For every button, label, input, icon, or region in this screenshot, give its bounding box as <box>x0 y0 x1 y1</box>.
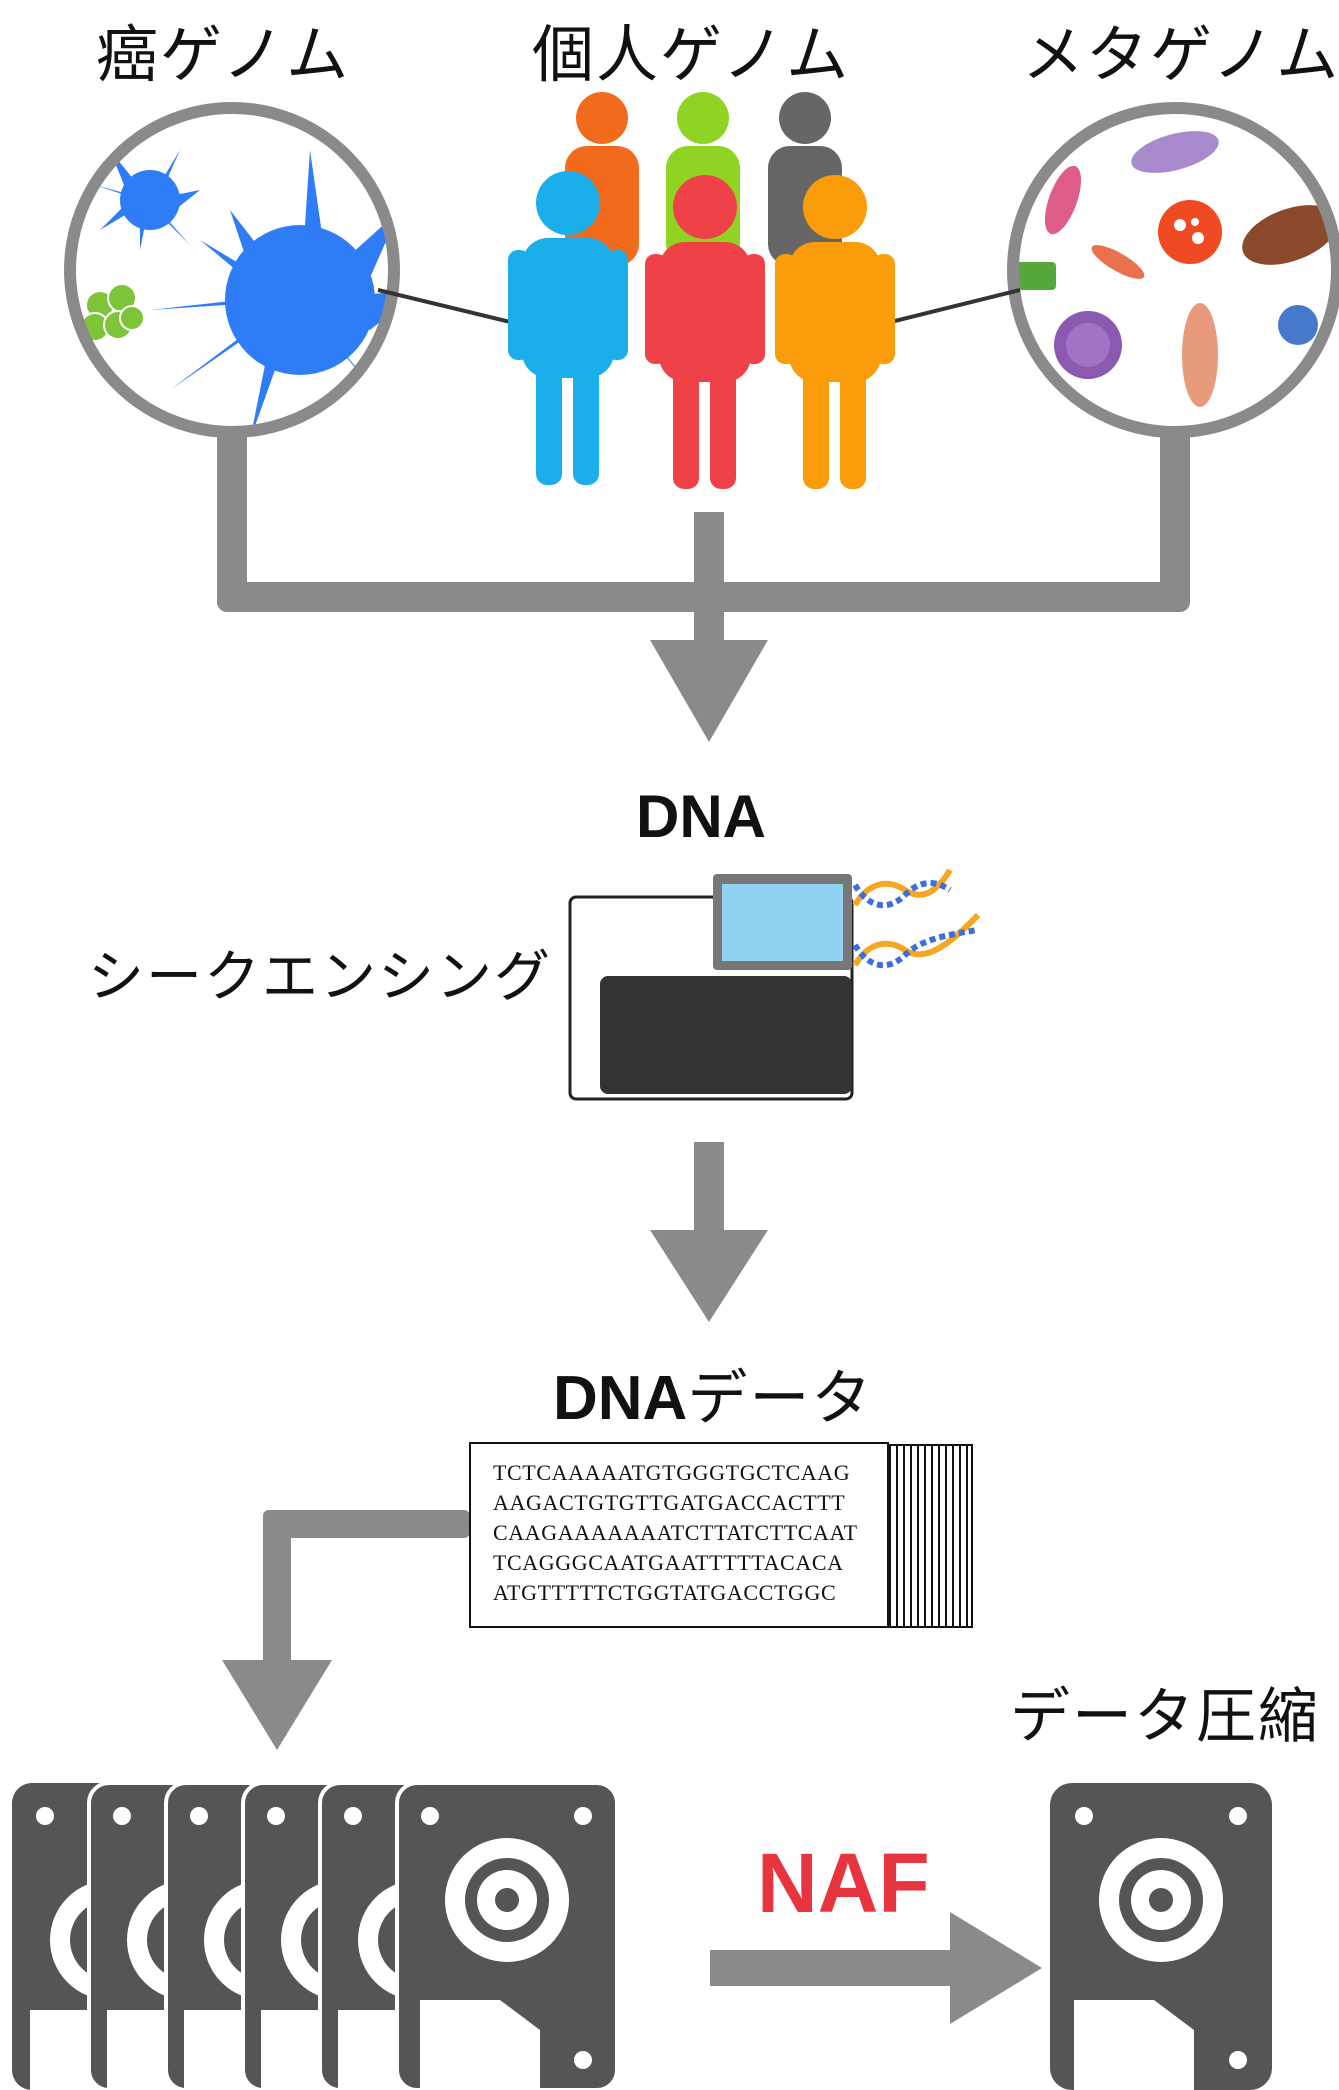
large-cancer-cell-icon <box>150 150 394 432</box>
green-algae-icon <box>1013 262 1056 290</box>
dna-label: DNA <box>636 783 766 850</box>
arrow-to-dna-data <box>650 1142 768 1322</box>
metagenome-label: メタゲノム <box>1022 18 1339 91</box>
arrow-to-drives <box>222 1510 470 1750</box>
naf-label: NAF <box>757 1836 930 1930</box>
person-red-icon <box>645 175 765 489</box>
pink-bacterium-icon <box>1044 165 1082 235</box>
people-group <box>508 92 895 489</box>
green-cell-cluster-icon <box>80 283 145 342</box>
sequence-line: ATGTTTTTCTGGTATGACCTGGC <box>493 1580 837 1605</box>
sequence-data-box: TCTCAAAAATGTGGGTGCTCAAG AAGACTGTGTTGATGA… <box>469 1442 889 1628</box>
dna-data-label-prefix: DNA <box>553 1364 688 1433</box>
sequence-line: CAAGAAAAAAATCTTATCTTCAAT <box>493 1520 858 1545</box>
sequence-file-stack <box>889 1444 973 1628</box>
dna-data-label: DNAデータ <box>553 1350 873 1437</box>
sequencing-label: シークエンシング <box>88 945 552 1010</box>
red-cell-icon <box>1158 200 1222 264</box>
person-blue-icon <box>508 171 628 485</box>
small-cancer-cell-icon <box>95 150 200 250</box>
blue-amoeba-icon <box>1278 305 1318 345</box>
person-amber-icon <box>775 175 895 489</box>
cancer-cells-circle <box>64 102 400 438</box>
purple-protozoan-icon <box>1131 131 1219 173</box>
microbes-circle <box>1007 102 1339 438</box>
sequencer-machine-icon <box>568 874 854 1101</box>
dna-data-label-suffix: データ <box>687 1364 874 1434</box>
orange-diatom-icon <box>1091 245 1145 279</box>
cancer-genome-label: 癌ゲノム <box>96 18 351 91</box>
sequence-line: AAGACTGTGTTGATGACCACTTT <box>493 1490 846 1515</box>
dna-helix-icon <box>852 868 981 969</box>
brown-organism-icon <box>1242 205 1337 265</box>
hard-drive-icon <box>395 1781 619 2090</box>
tan-paramecium-icon <box>1182 303 1218 407</box>
naf-arrow <box>710 1912 1042 2024</box>
personal-genome-label: 個人ゲノム <box>532 18 851 91</box>
data-compression-label: データ圧縮 <box>1010 1682 1320 1752</box>
hard-drive-stack <box>12 1781 619 2090</box>
top-merge-connector <box>217 430 1190 742</box>
sequence-line: TCTCAAAAATGTGGGTGCTCAAG <box>493 1460 851 1485</box>
compressed-hard-drive-icon <box>1050 1783 1272 2090</box>
sequence-line: TCAGGGCAATGAATTTTTACACA <box>493 1550 844 1575</box>
